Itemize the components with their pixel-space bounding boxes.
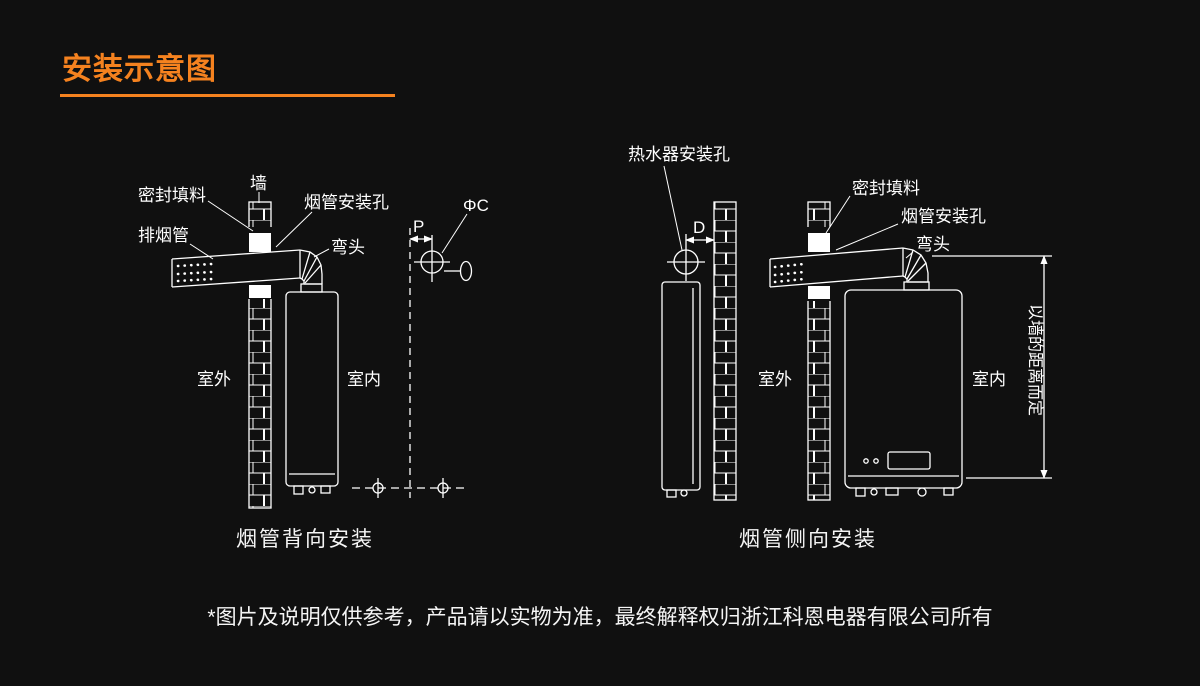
label-outdoor: 室外 [197, 370, 231, 389]
label-exhaust-pipe: 排烟管 [138, 226, 189, 245]
leader-elbow [313, 248, 330, 258]
bottom-fixing-marks [352, 478, 468, 498]
flue-wall-section [807, 201, 831, 501]
label-flue-hole: 烟管安装孔 [304, 193, 389, 212]
pipe-stub [885, 487, 899, 496]
diagram-side-install: 热水器安装孔 D 密封填料 烟管安装孔 弯头 室外 室内 以墙的距离而定 [628, 145, 1052, 501]
sealing-filler-top [249, 233, 271, 252]
pipe-stub [320, 485, 331, 494]
caption-back-install: 烟管背向安装 [236, 528, 374, 551]
hole-side-view [459, 260, 473, 282]
flue-collar [903, 281, 930, 291]
heater-mount-hole [667, 234, 705, 281]
control-dot [863, 458, 869, 464]
sealing-filler-bottom [249, 285, 271, 298]
heater-body [285, 291, 339, 487]
title-underline [60, 94, 395, 97]
leader-heater-mount-hole [663, 165, 683, 251]
sealing-filler-top [808, 233, 830, 252]
leader-flue-hole [275, 211, 313, 248]
leader-lines [663, 165, 914, 259]
label-flue-hole: 烟管安装孔 [901, 207, 986, 226]
pipe-top-line [171, 249, 301, 260]
pipe-stub [855, 487, 866, 497]
water-heater-back-view [285, 291, 339, 495]
page-title: 安装示意图 [62, 53, 217, 86]
label-hole-diameter: ΦC [463, 196, 489, 215]
pipe-stub [308, 486, 316, 494]
water-heater-front-view [844, 289, 963, 497]
flue-collar [300, 283, 323, 293]
mounting-wall [713, 201, 737, 501]
leader-elbow [905, 251, 914, 259]
pipe-bottom-line [769, 275, 904, 288]
heater-body [844, 289, 963, 489]
flue-hole-detail [414, 235, 473, 282]
wall-distance-dimension [932, 255, 1052, 479]
label-heater-mount-hole: 热水器安装孔 [628, 145, 730, 164]
leader-sealing-filler [825, 195, 851, 234]
diagram-back-install: 密封填料 墙 烟管安装孔 排烟管 弯头 ΦC P 室外 室内 [138, 174, 489, 509]
leader-sealing-filler [207, 200, 254, 232]
caption-side-install: 烟管侧向安装 [739, 528, 877, 551]
label-wall: 墙 [250, 174, 267, 193]
pipe-stub [666, 489, 677, 498]
label-elbow: 弯头 [916, 235, 950, 254]
pipe-vent-holes [773, 262, 806, 284]
label-offset-p: P [413, 217, 424, 236]
water-heater-side-view [661, 281, 701, 498]
label-sealing-filler: 密封填料 [852, 179, 920, 198]
footnote: *图片及说明仅供参考，产品请以实物为准，最终解释权归浙江科恩电器有限公司所有 [207, 606, 993, 629]
sealing-filler-bottom [808, 286, 830, 299]
label-wall-distance-note: 以墙的距离而定 [1026, 304, 1044, 416]
pipe-stub [293, 485, 304, 495]
pipe-stub [917, 487, 927, 497]
pipe-vent-holes [176, 262, 214, 283]
label-indoor: 室内 [972, 370, 1006, 389]
label-sealing-filler: 密封填料 [138, 186, 206, 205]
leader-lines [189, 192, 468, 260]
label-indoor: 室内 [347, 370, 381, 389]
elbow-fitting [299, 249, 323, 293]
elbow-fitting [902, 247, 930, 291]
label-elbow: 弯头 [331, 238, 365, 257]
heater-side-body [661, 281, 701, 491]
control-dot [873, 458, 879, 464]
label-outdoor: 室外 [758, 370, 792, 389]
pipe-stub [870, 488, 878, 496]
exhaust-pipe [769, 247, 904, 288]
leader-hole-diameter [441, 213, 468, 254]
pipe-top-line [769, 247, 904, 260]
display-panel [887, 451, 931, 470]
leader-flue-hole [835, 223, 899, 251]
pipe-stub [943, 487, 954, 496]
leader-exhaust-pipe [189, 243, 214, 260]
exhaust-pipe [171, 249, 301, 288]
label-offset-d: D [693, 218, 705, 237]
pipe-stub [680, 489, 688, 497]
wall-section [248, 201, 272, 509]
pipe-bottom-line [171, 277, 301, 288]
